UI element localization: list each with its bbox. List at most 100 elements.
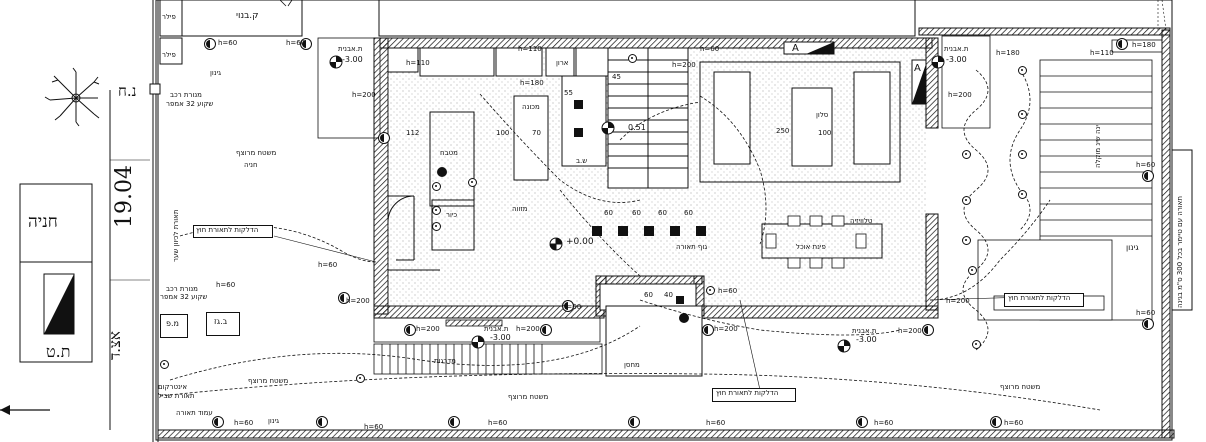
switch-box: [193, 225, 273, 238]
garden-light-icon: [1018, 66, 1027, 75]
entrance-label: תאורת לכיוון שער: [172, 209, 180, 262]
garden-light-icon: [1018, 150, 1027, 159]
height-label: h=60: [718, 287, 738, 295]
terrace-left-label: ת.אבנית: [338, 45, 363, 53]
external-switch-label: הדלקות לתאורת חוץ: [716, 389, 779, 397]
wall-lamp-icon: [378, 132, 390, 144]
section-a2-label: A: [914, 63, 921, 74]
wall-lamp-icon: [1142, 318, 1154, 330]
water-meter-box: [160, 314, 188, 338]
wall-lamp-icon: [990, 416, 1002, 428]
external-switch-label: הדלקות לתאורת חוץ: [1008, 294, 1071, 302]
paved-sub-label: חניה: [244, 161, 258, 169]
external-switch-label: הדלקות לתאורת חוץ: [196, 226, 259, 234]
lower-left-note-2: תאורת שביל: [158, 392, 195, 400]
height-label: h=200: [352, 91, 376, 99]
tv-label: טלוויזיה: [850, 217, 873, 225]
height-label: h=200: [346, 297, 370, 305]
parking-lighting-label: מנורת רכב: [170, 91, 202, 99]
height-label: h=60: [706, 419, 726, 427]
pillar-label: פילר: [162, 13, 176, 21]
lower-left-note: אינטרקום: [158, 383, 188, 391]
terrace-br-label: ת.אבנית: [852, 327, 877, 335]
dimension-label: 40: [664, 291, 673, 299]
wall-lamp-icon: [628, 416, 640, 428]
roof-label: ק.בנוי: [236, 11, 259, 21]
garden-light-icon: [972, 340, 981, 349]
section-a-label: A: [792, 43, 799, 54]
height-label: h=110: [1090, 49, 1114, 57]
wall-lamp-icon: [338, 292, 350, 304]
garden-light-icon: [1018, 190, 1027, 199]
garden-label: גינון: [1126, 243, 1139, 252]
wall-lamp-icon: [1116, 38, 1128, 50]
garden-light-icon: [432, 206, 441, 215]
dimension-label: 100: [496, 129, 510, 137]
garden-light-icon: [962, 150, 971, 159]
street-tag: [0, 83, 161, 430]
laundry-label: מכונה: [522, 103, 540, 111]
height-label: h=200: [672, 61, 696, 69]
paved-label: משטח מרוצף: [248, 377, 289, 385]
height-label: h=200: [714, 325, 738, 333]
wall-lamp-icon: [316, 416, 328, 428]
elevation-main: +0.00: [566, 237, 594, 247]
garden-light-icon: [432, 222, 441, 231]
garden-light-icon: [962, 196, 971, 205]
elevation-bottom-left: -3.00: [490, 333, 511, 342]
street-dimension: 19.04: [112, 165, 137, 228]
height-label: h=180: [520, 79, 544, 87]
wall-lamp-icon: [448, 416, 460, 428]
height-label: h=60: [364, 423, 384, 431]
height-label: h=200: [416, 325, 440, 333]
pillars: [159, 0, 303, 65]
garden-light-icon: [468, 178, 477, 187]
dimension-label: 60: [604, 209, 613, 217]
wall-lamp-icon: [702, 324, 714, 336]
garden-label: גינון: [210, 69, 222, 77]
switch-box: [1004, 293, 1084, 307]
terrace-right-label: ת.אבנית: [944, 45, 969, 53]
street-tag-name: חניה: [28, 212, 58, 232]
wall-lamp-icon: [212, 416, 224, 428]
dimension-label: 250: [776, 127, 790, 135]
height-label: h=60: [562, 303, 582, 311]
dining-label: פינת אוכל: [796, 243, 826, 251]
storage-label: מחסן: [624, 361, 640, 369]
dimension-label: 60: [658, 209, 667, 217]
height-label: h=200: [946, 297, 970, 305]
elevation-terrace-right: -3.00: [946, 55, 967, 64]
height-label: h=60: [488, 419, 508, 427]
right-edge-note: תאורה עם טיימר בכל 300 ס"מ בגינה: [1176, 196, 1184, 308]
living-label: סלון: [816, 111, 829, 119]
street-tag-side: אצ.ד: [106, 331, 124, 360]
height-label: h=60: [286, 39, 306, 47]
elevation-markers: [329, 55, 945, 353]
section-markers: [783, 41, 927, 105]
right-wall-light-label: ינה שינ מוקלה: [1094, 125, 1102, 168]
height-label: h=60: [700, 45, 720, 53]
wall-lamp-icon: [856, 416, 868, 428]
wall-lamp-icon: [1142, 170, 1154, 182]
pillar-label: פילר: [162, 51, 176, 59]
wall-lamp-icon: [562, 300, 574, 312]
dimension-label: 45: [612, 73, 621, 81]
height-label: h=60: [874, 419, 894, 427]
height-label: h=200: [516, 325, 540, 333]
gas-legend: ב.גז: [214, 317, 228, 326]
garden-label: גינון: [268, 417, 280, 425]
dimension-051: 0.51: [628, 123, 646, 132]
garden-light-icon: [432, 182, 441, 191]
ceiling-points: [437, 167, 689, 323]
paved-label: משטח מרוצף: [236, 149, 277, 157]
gate-pole-label: עמוד תאורה: [176, 409, 213, 417]
height-label: h=60: [1004, 419, 1024, 427]
height-label: h=60: [1136, 309, 1156, 317]
dimension-label: 70: [532, 129, 541, 137]
wall-lamp-icon: [922, 324, 934, 336]
height-label: h=180: [996, 49, 1020, 57]
dining-spots: [574, 100, 706, 304]
garden-light-icon: [962, 236, 971, 245]
garden-light-icon: [1018, 110, 1027, 119]
